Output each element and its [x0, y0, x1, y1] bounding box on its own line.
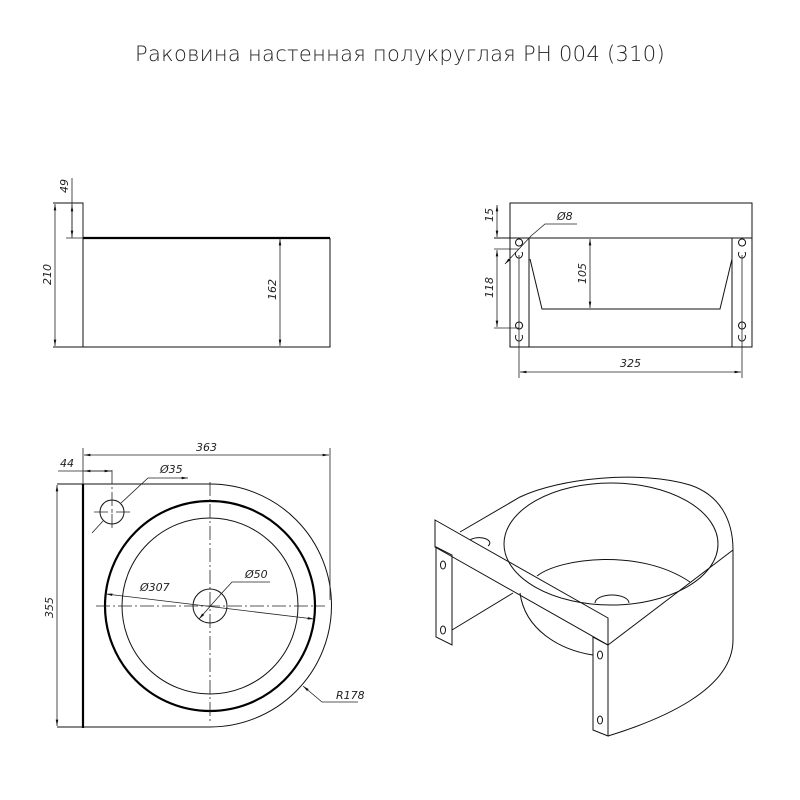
dim-355: 355: [43, 597, 56, 618]
dim-15: 15: [483, 208, 496, 222]
bowl-rim-iso: [503, 482, 719, 606]
dim-325: 325: [620, 357, 641, 370]
dim-363: 363: [196, 441, 217, 454]
dim-210: 210: [41, 264, 54, 285]
dim-hole-diameter: Ø8: [556, 210, 573, 223]
mounting-bar: [434, 519, 609, 646]
right-bracket: [592, 636, 609, 737]
isometric-view: [434, 476, 734, 737]
dim-162: 162: [266, 279, 279, 300]
dim-overflow-diameter: Ø35: [159, 463, 183, 476]
outer-arc: [209, 483, 332, 728]
front-outline: [509, 202, 753, 348]
keyhole-icon: [515, 238, 747, 342]
drawing-title: Раковина настенная полукруглая РН 004 (3…: [135, 42, 665, 66]
side-view: 210 49 162: [41, 178, 331, 348]
dim-radius: R178: [336, 689, 365, 702]
dim-118: 118: [483, 277, 496, 298]
left-bracket: [435, 546, 453, 646]
dim-105: 105: [576, 263, 589, 284]
bowl-profile: [529, 258, 733, 310]
top-view: 363 44 355 Ø35 Ø307 Ø50 R178: [43, 441, 365, 728]
front-view: 325 105 15 118 Ø8: [483, 202, 753, 378]
dim-bowl-diameter: Ø307: [139, 581, 170, 594]
dim-drain-diameter: Ø50: [244, 568, 268, 581]
dim-49: 49: [58, 179, 71, 193]
keyhole-icon: [440, 560, 603, 725]
dim-44: 44: [60, 457, 74, 470]
side-outline: [53, 202, 331, 348]
